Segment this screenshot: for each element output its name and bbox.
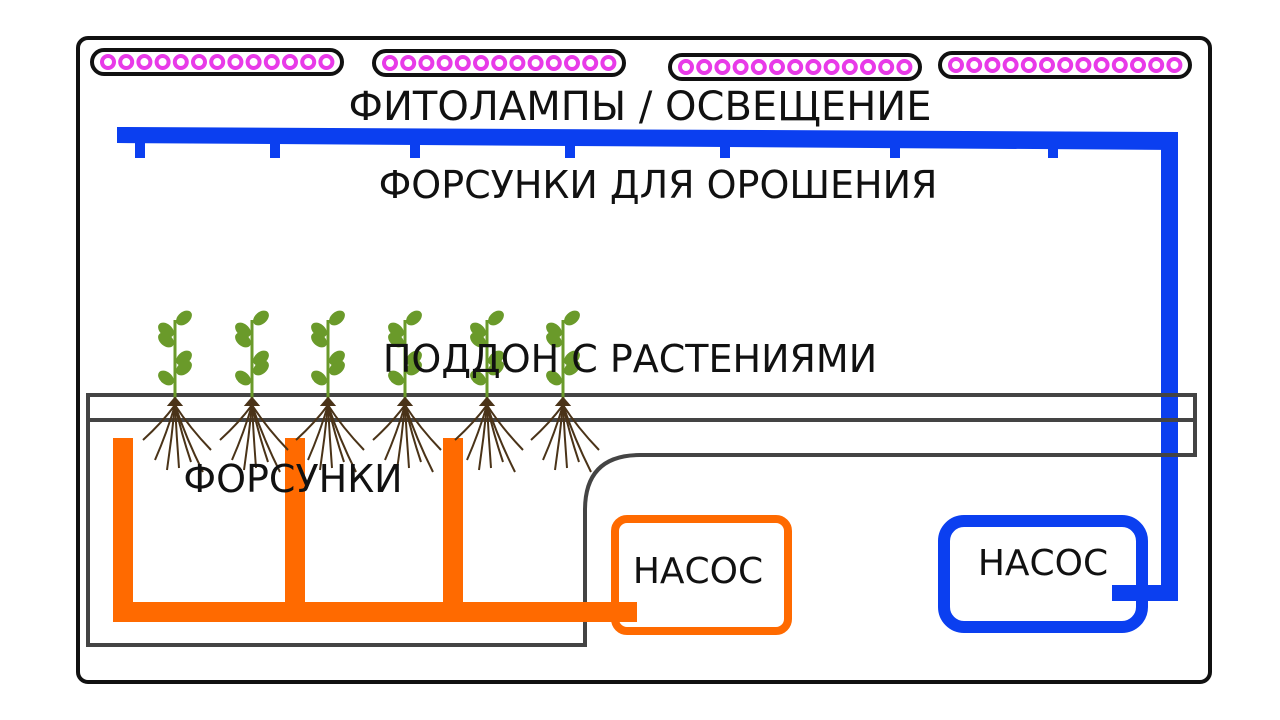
lamp-led [732,59,749,75]
lamp-led [454,55,471,71]
blue-irrigation-pipe [117,127,1178,601]
lamp-led [787,59,804,75]
lamp-led [600,55,617,71]
lamp-led [491,55,508,71]
lamp-led [545,55,562,71]
lamp-led [948,57,964,73]
lamp-led [714,59,731,75]
lamp-led [564,55,580,71]
lamp-led [509,55,526,71]
plant [454,310,524,473]
irrigation-nozzles-label: ФОРСУНКИ ДЛЯ ОРОШЕНИЯ [379,163,938,207]
plant [219,310,289,473]
nozzle-drip [270,140,280,158]
lamp-led [191,54,207,70]
roots [530,396,600,473]
lamp-led [582,55,599,71]
lamp-led [1130,57,1146,73]
plants [142,310,600,473]
plant [530,310,600,473]
nozzle-drip [720,140,730,158]
lamp [938,51,1192,79]
lamp-led [136,54,153,70]
left-pump [611,515,792,635]
lamp-led [245,54,262,70]
lamp-led [1002,57,1019,73]
lamp [668,53,922,81]
lamp-led [860,59,876,75]
lamp-led [984,57,1001,73]
lamp-led [100,54,116,70]
lamp-led [1075,57,1092,73]
roots [295,396,365,473]
lamp-led [436,55,453,71]
plant [372,310,442,473]
left-pump-label: НАСОС [633,551,763,592]
lamp-led [841,59,858,75]
lamp-led [172,54,189,70]
lamp-led [696,59,713,75]
nozzles-label: ФОРСУНКИ [183,457,402,501]
lamp-led [318,54,335,70]
lamp-led [382,55,398,71]
tray-label: ПОДДОН С РАСТЕНИЯМИ [383,337,877,381]
plant [295,310,365,473]
outer-frame [76,36,1212,684]
nozzle-drip [135,140,145,158]
lamp-led [678,59,694,75]
lamp [372,49,626,77]
lamp-led [418,55,435,71]
lamp-led [878,59,895,75]
nozzle-drip [890,140,900,158]
roots [454,396,524,473]
lamp [90,48,344,76]
lamp-led [1166,57,1183,73]
lamp-led [300,54,317,70]
lights-label: ФИТОЛАМПЫ / ОСВЕЩЕНИЕ [349,84,932,130]
lamp-led [154,54,171,70]
lamp-led [1148,57,1165,73]
lamp-led [805,59,822,75]
lamp-led [1020,57,1037,73]
lamp-led [823,59,840,75]
lamp-led [750,59,767,75]
nozzle-drip [410,140,420,158]
plant [142,310,212,473]
lamp-led [118,54,135,70]
lamp-led [966,57,983,73]
lamp-led [282,54,298,70]
right-pump-label: НАСОС [978,543,1108,584]
roots [372,396,442,473]
lamp-led [400,55,417,71]
nozzle-drip [1048,140,1058,158]
lamp-led [769,59,785,75]
lamp-led [1057,57,1074,73]
lamp-led [896,59,913,75]
lamp-led [1111,57,1128,73]
roots [219,396,289,473]
roots [142,396,212,473]
lamp-led [263,54,280,70]
right-pump [938,515,1148,633]
lamp-led [1039,57,1055,73]
grow-lamps [90,48,1192,81]
lamp-led [473,55,489,71]
lamp-led [1093,57,1110,73]
tray-outline [86,393,1197,647]
nozzle-drip [565,140,575,158]
lamp-led [527,55,544,71]
lamp-led [227,54,244,70]
lamp-led [209,54,226,70]
orange-nozzle-pipe [113,438,637,622]
